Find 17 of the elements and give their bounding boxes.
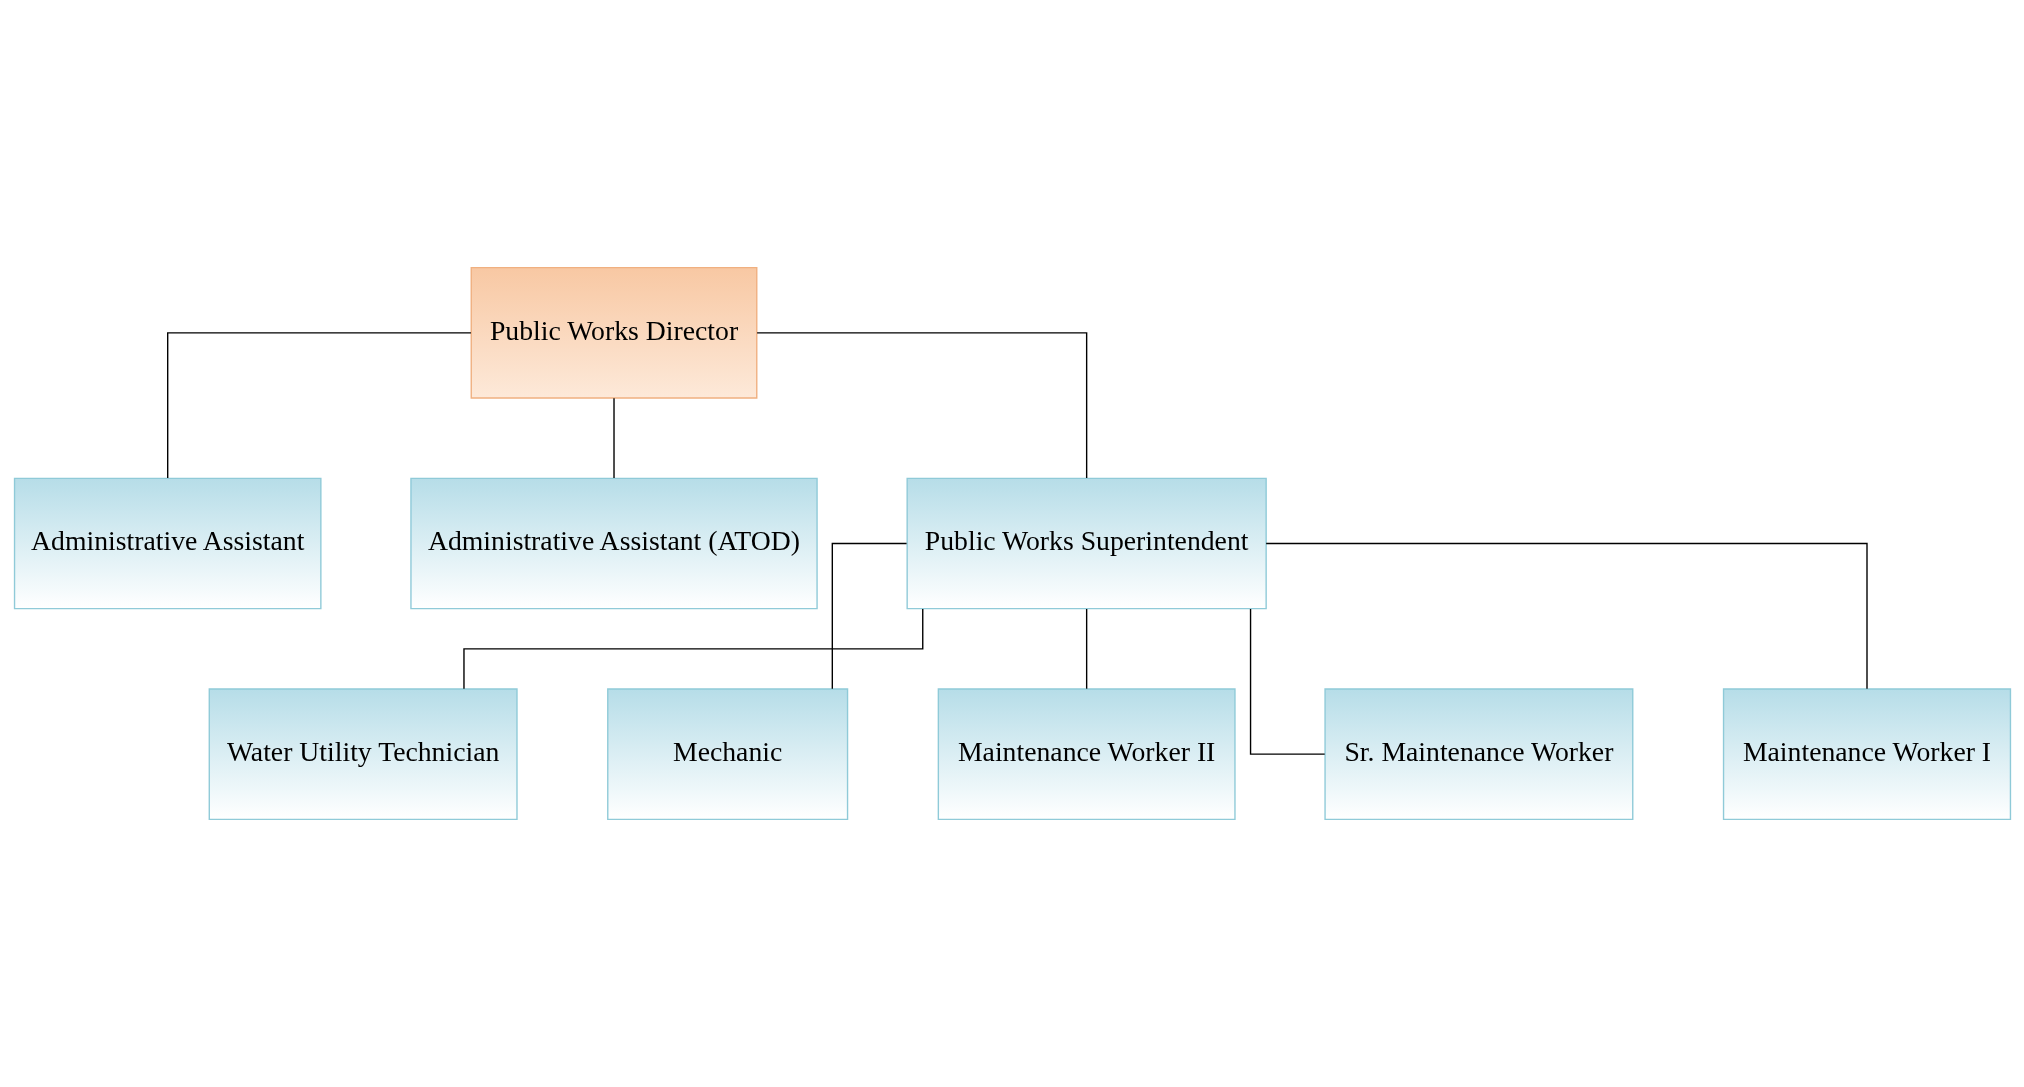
node-box: Public Works Superintendent	[905, 477, 1267, 610]
connector	[612, 397, 615, 479]
connector	[166, 332, 472, 479]
connector	[755, 332, 1087, 479]
node-box: Mechanic	[606, 688, 848, 820]
node-box: Maintenance Worker II	[937, 688, 1236, 820]
connector	[1249, 608, 1325, 755]
node-box: Administrative Assistant (ATOD)	[409, 477, 818, 610]
node-box: Water Utility Technician	[208, 688, 518, 820]
node-box: Public Works Director	[470, 267, 757, 399]
node-box: Maintenance Worker I	[1722, 688, 2011, 820]
connector	[1264, 542, 1868, 690]
connector	[831, 542, 907, 690]
node-box: Administrative Assistant	[13, 477, 322, 610]
connector	[462, 608, 923, 690]
node-box: Sr. Maintenance Worker	[1323, 688, 1633, 820]
connector	[1085, 608, 1087, 690]
